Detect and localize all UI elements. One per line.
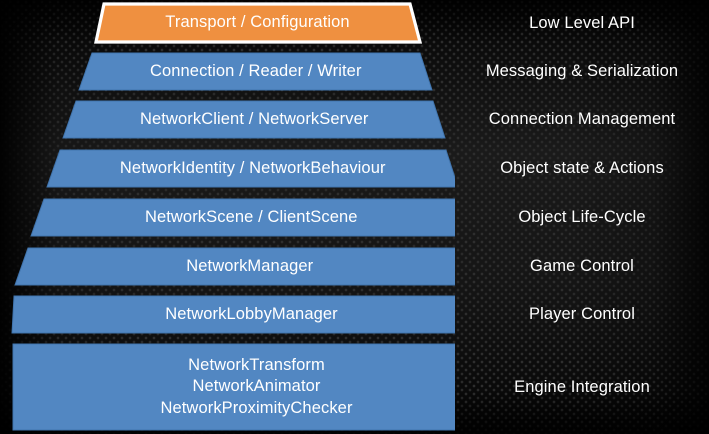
layer-engine-integration-components[interactable]: NetworkTransform NetworkAnimator Network… <box>0 343 709 431</box>
layer-shape-transport-configuration <box>0 2 455 44</box>
layer-shape-engine-integration-components <box>0 343 455 431</box>
layer-side-label-networkscene-clientscene: Object Life-Cycle <box>518 208 646 226</box>
layer-polygon <box>46 149 455 188</box>
layer-shape-networkscene-clientscene <box>0 198 455 237</box>
layer-shape-networkclient-networkserver <box>0 100 455 139</box>
layer-polygon <box>62 100 446 139</box>
layer-side-label-engine-integration-components: Engine Integration <box>514 377 650 396</box>
layer-side-label-networklobbymanager: Player Control <box>529 305 635 323</box>
layer-side-label-networkclient-networkserver: Connection Management <box>488 110 676 128</box>
layer-polygon <box>12 343 455 431</box>
layer-polygon <box>30 198 455 237</box>
layer-polygon <box>78 52 433 91</box>
layer-polygon <box>94 2 423 44</box>
layer-shape-networklobbymanager <box>0 295 455 334</box>
layer-side-label-networkidentity-networkbehaviour: Object state & Actions <box>500 159 664 177</box>
layer-polygon <box>11 295 455 334</box>
layer-shape-networkidentity-networkbehaviour <box>0 149 455 188</box>
layer-side-label-networkmanager: Game Control <box>530 257 634 275</box>
layer-polygon <box>14 247 455 286</box>
layer-side-label-connection-reader-writer: Messaging & Serialization <box>485 62 679 80</box>
layer-shape-connection-reader-writer <box>0 52 455 91</box>
layer-side-label-transport-configuration: Low Level API <box>529 13 635 32</box>
layer-shape-networkmanager <box>0 247 455 286</box>
